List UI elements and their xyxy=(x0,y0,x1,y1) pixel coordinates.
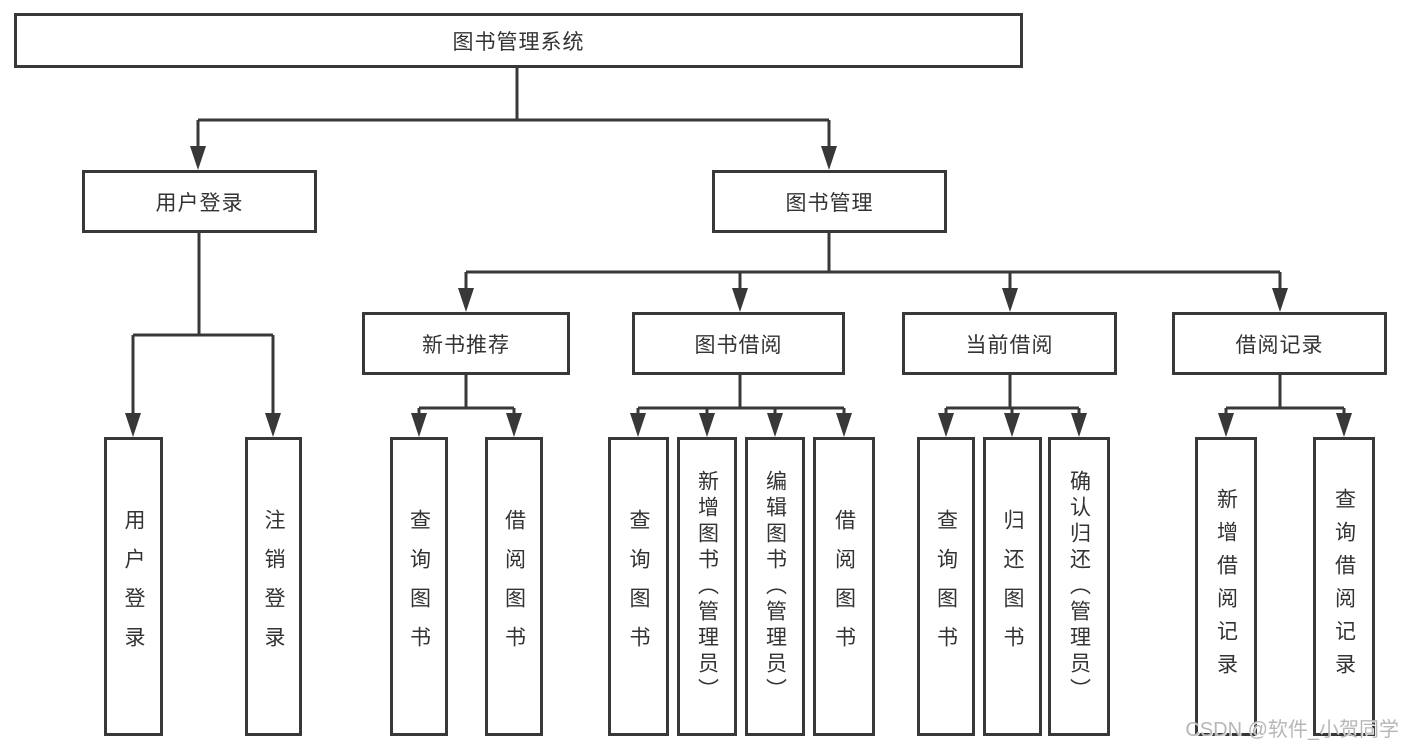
watermark: CSDN @软件_小贺同学 xyxy=(1185,719,1399,741)
leaf-query-book-current: 查询图书 xyxy=(917,437,975,736)
node-new-book-recommend: 新书推荐 xyxy=(362,312,570,375)
leaf-label: 确认归还（管理员） xyxy=(1067,469,1091,704)
leaf-label: 归还图书 xyxy=(1001,508,1024,665)
leaf-label: 借阅图书 xyxy=(832,508,856,665)
node-user-login: 用户登录 xyxy=(82,170,317,233)
leaf-confirm-return-admin: 确认归还（管理员） xyxy=(1048,437,1110,736)
node-library-system: 图书管理系统 xyxy=(14,13,1023,68)
leaf-label: 查询借阅记录 xyxy=(1332,487,1356,686)
leaf-borrow-book-borrowing: 借阅图书 xyxy=(813,437,875,736)
leaf-label: 查询图书 xyxy=(627,508,650,665)
leaf-add-book-admin: 新增图书（管理员） xyxy=(677,437,737,736)
leaf-logout-login: 注销登录 xyxy=(245,437,302,736)
leaf-user-login: 用户登录 xyxy=(104,437,163,736)
leaf-label: 注销登录 xyxy=(262,508,285,665)
leaf-label: 借阅图书 xyxy=(502,508,526,665)
node-book-management: 图书管理 xyxy=(712,170,947,233)
leaf-add-borrow-record: 新增借阅记录 xyxy=(1195,437,1257,736)
leaf-query-book-recommend: 查询图书 xyxy=(390,437,448,736)
leaf-return-book: 归还图书 xyxy=(983,437,1042,736)
node-borrowing-records: 借阅记录 xyxy=(1172,312,1387,375)
leaf-query-borrow-record: 查询借阅记录 xyxy=(1313,437,1375,736)
node-book-borrowing: 图书借阅 xyxy=(632,312,845,375)
leaf-label: 编辑图书（管理员） xyxy=(763,469,787,704)
leaf-borrow-book-recommend: 借阅图书 xyxy=(485,437,543,736)
leaf-label: 查询图书 xyxy=(407,508,431,665)
leaf-label: 查询图书 xyxy=(934,508,958,665)
leaf-label: 新增借阅记录 xyxy=(1214,487,1238,686)
leaf-label: 新增图书（管理员） xyxy=(695,469,719,704)
node-current-borrowing: 当前借阅 xyxy=(902,312,1117,375)
leaf-query-book-borrowing: 查询图书 xyxy=(608,437,669,736)
leaf-label: 用户登录 xyxy=(122,508,145,665)
leaf-edit-book-admin: 编辑图书（管理员） xyxy=(745,437,805,736)
